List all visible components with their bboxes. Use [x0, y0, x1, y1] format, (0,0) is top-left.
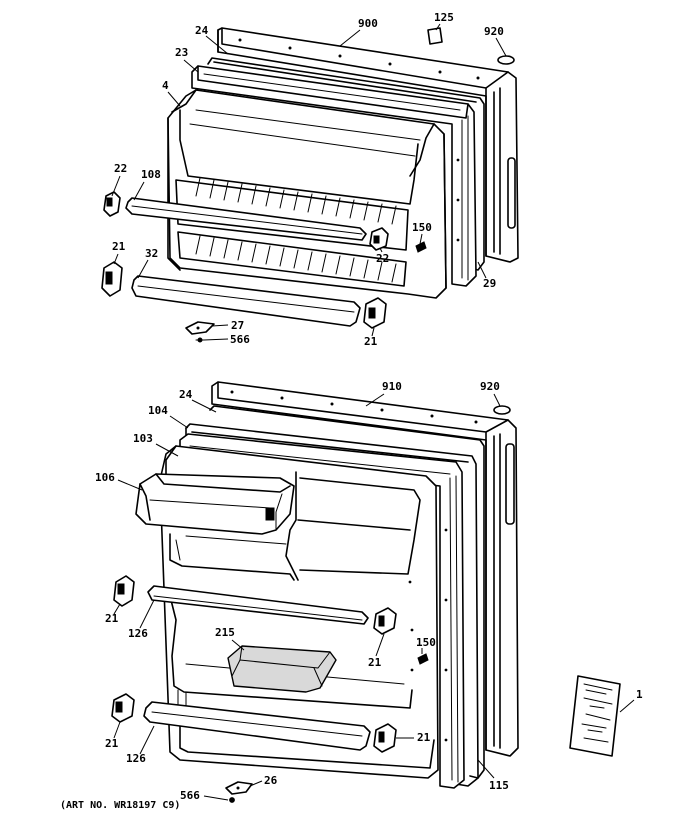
shelf-bar-126-upper [147, 585, 369, 625]
instruction-booklet-1: 1 [569, 675, 643, 757]
label-115: 115 [489, 779, 509, 792]
label-21-left-lower-a: 21 [105, 612, 119, 625]
screw-150-lower [417, 653, 429, 665]
bin-215 [227, 645, 337, 693]
hinge-cap-920-lower [493, 405, 511, 415]
label-1: 1 [636, 688, 643, 701]
label-21-right-lower-a: 21 [368, 656, 382, 669]
freezer-door-assembly: 24 900 125 920 23 4 22 108 21 32 150 22 … [101, 11, 519, 348]
label-900: 900 [358, 17, 378, 30]
label-32: 32 [145, 247, 158, 260]
label-24-lower: 24 [179, 388, 193, 401]
shelf-ribs-lower [195, 235, 397, 283]
door-liner-23 [191, 65, 477, 287]
art-number-caption: (ART NO. WR18197 C9) [60, 800, 180, 811]
label-103: 103 [133, 432, 153, 445]
label-126-upper: 126 [128, 627, 148, 640]
shelf-bar-126-lower [143, 701, 371, 751]
label-106: 106 [95, 471, 115, 484]
upper-callouts: 24 900 125 920 23 4 22 108 21 32 150 22 … [111, 11, 507, 348]
shelf-clip-21-left-b [111, 693, 135, 723]
label-26: 26 [264, 774, 278, 787]
label-215: 215 [215, 626, 235, 639]
screw-150-upper [415, 241, 427, 253]
gasket-24 [207, 57, 485, 271]
label-125: 125 [434, 11, 454, 24]
screw-566-lower [229, 797, 235, 803]
gasket-104 [185, 423, 479, 787]
door-stop-26 [225, 781, 253, 795]
shelf-clip-21-right-b [373, 723, 397, 753]
inner-door-liner-4 [167, 89, 447, 299]
shelf-bar-32 [131, 275, 361, 327]
outer-door-panel-900 [217, 27, 519, 263]
label-29: 29 [483, 277, 496, 290]
label-21-left-upper: 21 [112, 240, 126, 253]
shelf-clip-21-left [101, 261, 123, 297]
screw-566-upper [195, 337, 205, 343]
label-108: 108 [141, 168, 161, 181]
label-21-left-lower-b: 21 [105, 737, 119, 750]
label-23: 23 [175, 46, 188, 59]
fresh-food-door-assembly: 24 910 920 104 103 106 21 126 215 150 21… [95, 380, 519, 803]
label-22-right: 22 [376, 252, 389, 265]
label-566-lower: 566 [180, 789, 200, 802]
label-150-lower: 150 [416, 636, 436, 649]
label-21-right-lower-b: 21 [417, 731, 431, 744]
shelf-bar-108 [125, 197, 367, 241]
label-920-lower: 920 [480, 380, 500, 393]
label-22-left: 22 [114, 162, 127, 175]
shelf-clip-21-left-a [113, 575, 135, 607]
label-104: 104 [148, 404, 168, 417]
shelf-clip-21-right-a [373, 607, 397, 635]
label-21-right-upper: 21 [364, 335, 378, 348]
label-24-upper: 24 [195, 24, 209, 37]
door-stop-27 [185, 321, 215, 335]
shelf-ribs-upper [195, 177, 397, 225]
lower-callouts: 24 910 920 104 103 106 21 126 215 150 21… [95, 380, 509, 802]
outer-door-panel-910 [211, 381, 519, 757]
label-566-upper: 566 [230, 333, 250, 346]
label-910: 910 [382, 380, 402, 393]
shelf-clip-21-right [363, 297, 387, 329]
label-126-lower: 126 [126, 752, 146, 765]
label-4: 4 [162, 79, 169, 92]
hinge-cap-920-upper [497, 55, 515, 65]
label-150-upper: 150 [412, 221, 432, 234]
door-stop-125 [427, 27, 443, 45]
label-920-upper: 920 [484, 25, 504, 38]
shelf-clip-22-right [369, 227, 389, 251]
dairy-compartment-106 [135, 473, 295, 535]
label-27: 27 [231, 319, 244, 332]
